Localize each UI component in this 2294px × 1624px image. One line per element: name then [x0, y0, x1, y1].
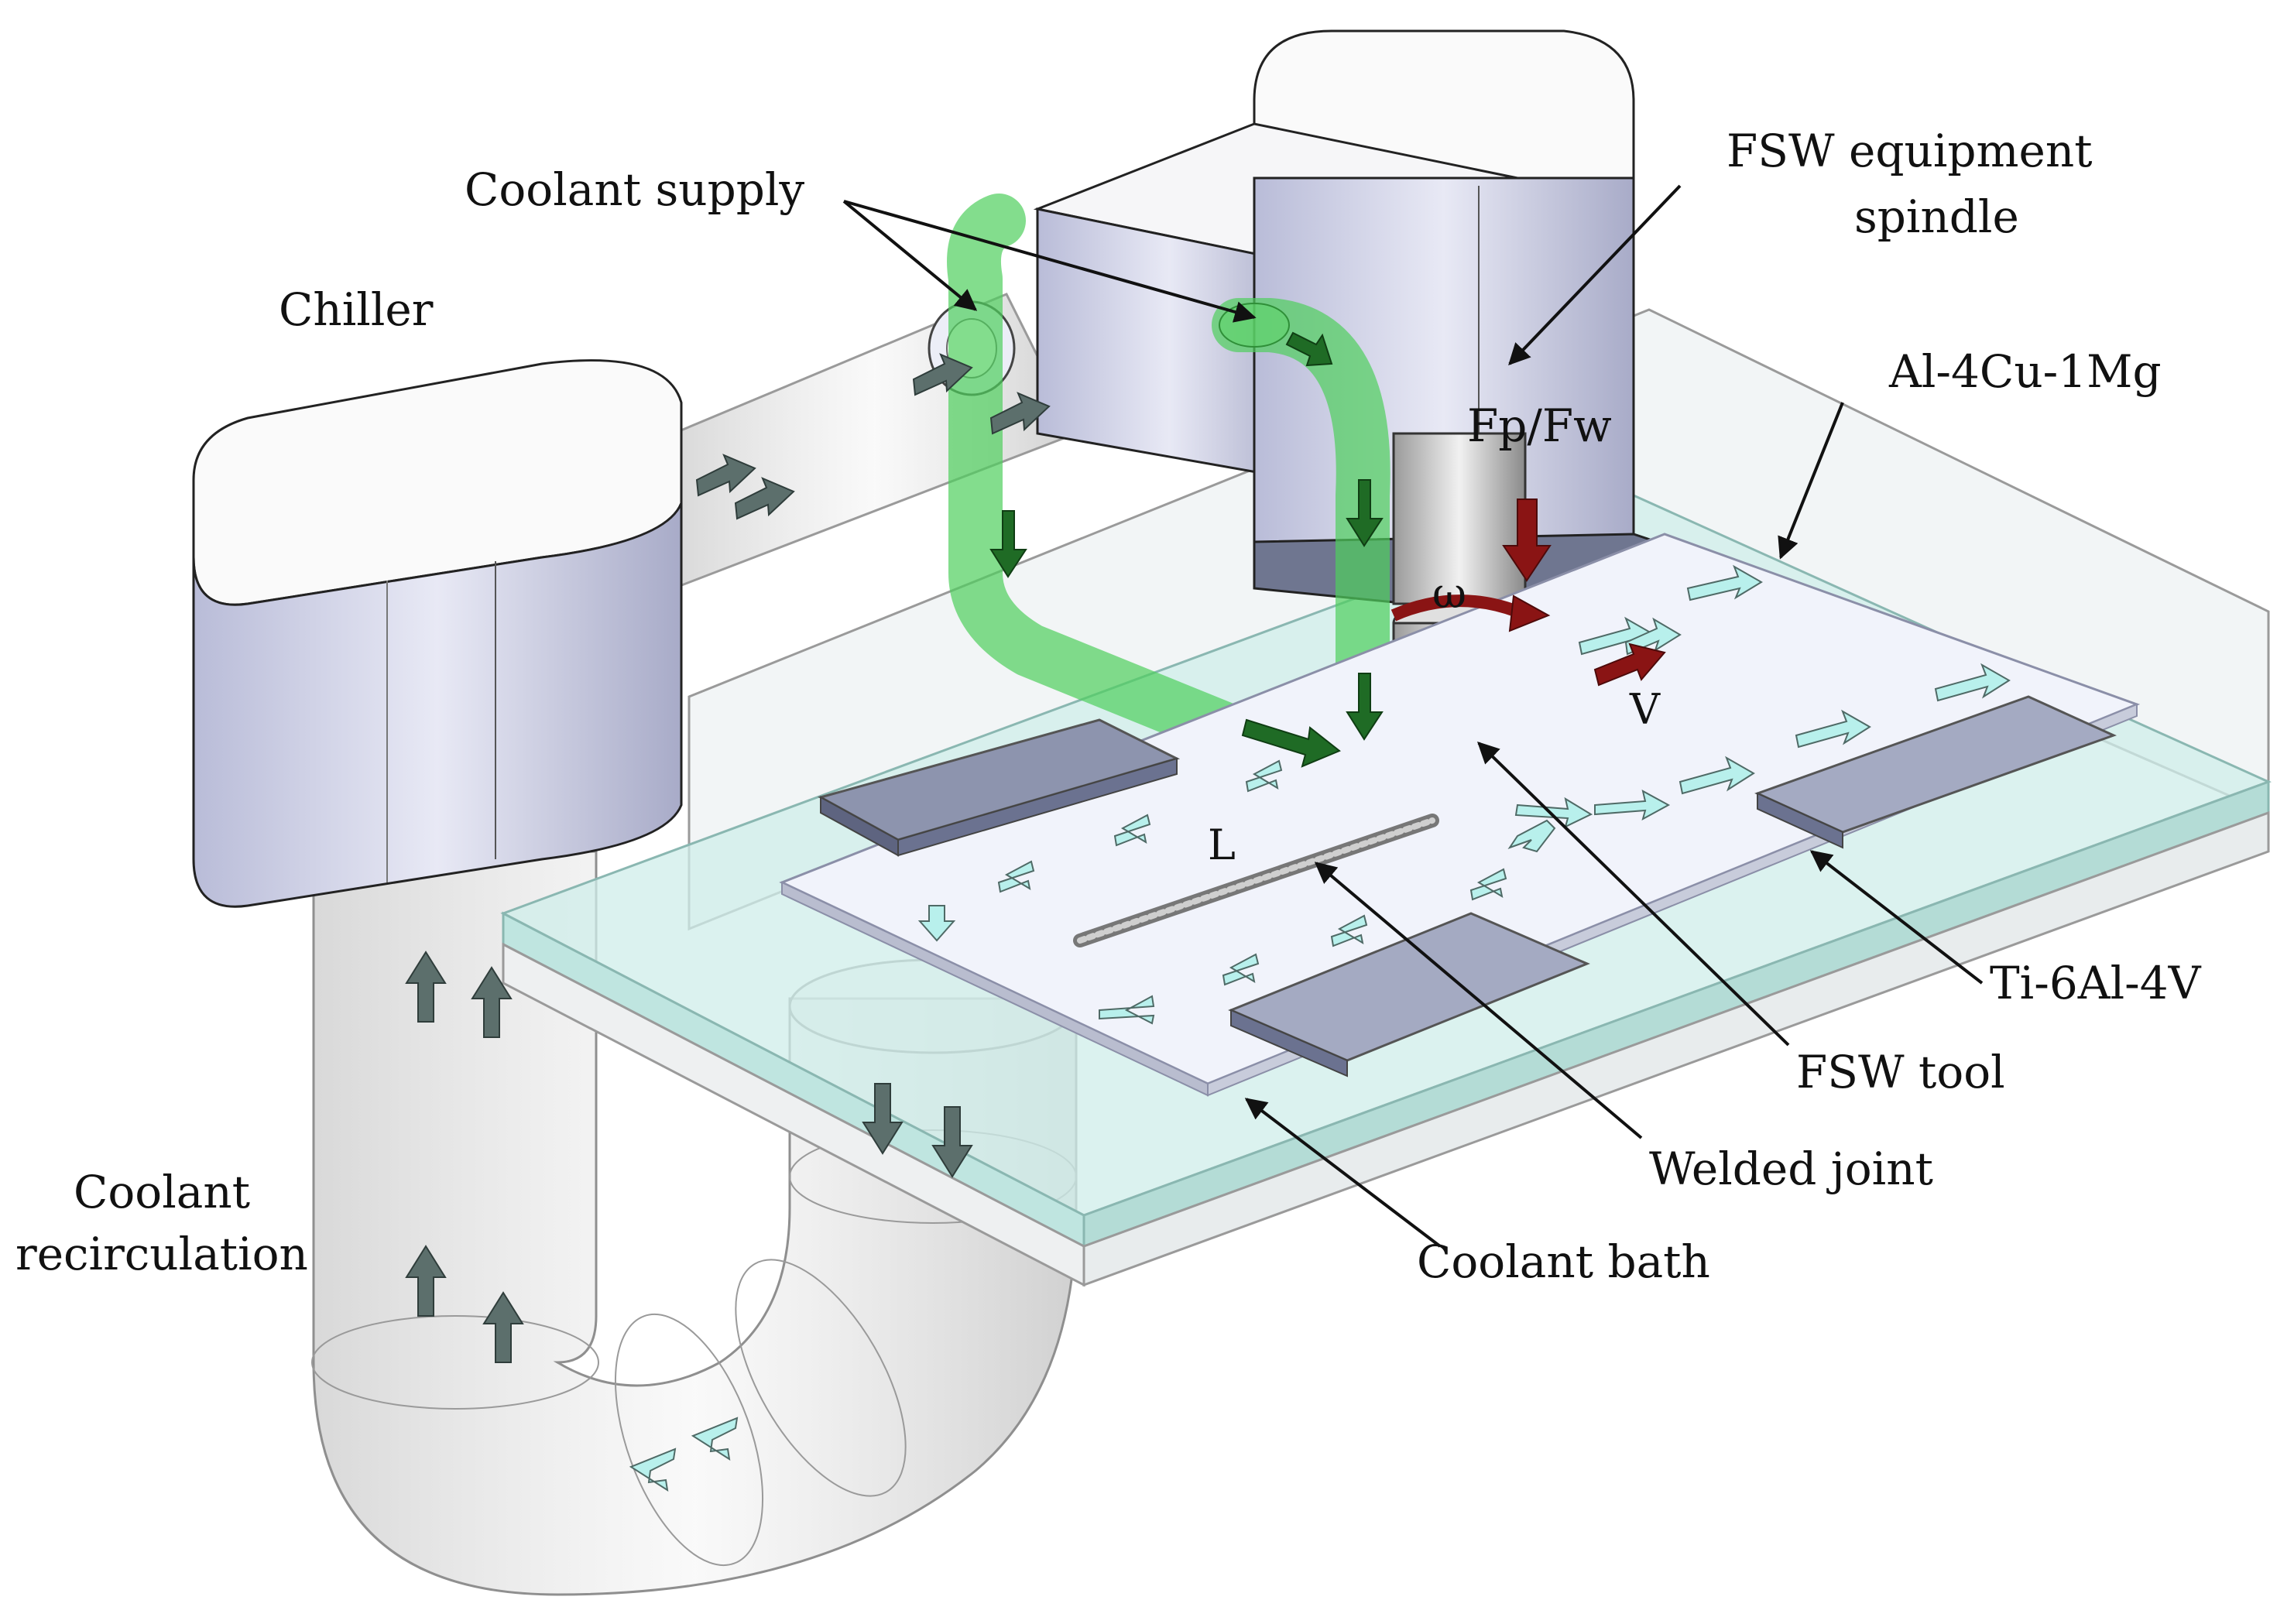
- leader-lines: [842, 184, 1984, 1248]
- spindle-assembly: [928, 29, 1708, 613]
- label-force: Fp/Fw: [1467, 399, 1612, 452]
- label-welded-joint: Welded joint: [1649, 1143, 1933, 1195]
- chiller-box: [192, 359, 683, 908]
- label-length: L: [1208, 821, 1236, 869]
- labels: Coolant supply Chiller FSW equipment spi…: [15, 125, 2202, 1288]
- label-recirculation-line2: recirculation: [15, 1228, 308, 1280]
- label-al-alloy: Al-4Cu-1Mg: [1888, 345, 2162, 398]
- label-spindle-line1: FSW equipment: [1727, 125, 2093, 177]
- workpiece-plates: [779, 533, 2141, 1097]
- label-recirculation-line1: Coolant: [74, 1166, 250, 1218]
- label-ti-alloy: Ti-6Al-4V: [1990, 957, 2202, 1009]
- label-coolant-bath: Coolant bath: [1417, 1235, 1710, 1288]
- flow-arrows-dark: [405, 353, 1051, 1363]
- label-omega: ω: [1432, 569, 1466, 618]
- label-fsw-tool: FSW tool: [1796, 1046, 2005, 1098]
- label-coolant-supply: Coolant supply: [465, 163, 804, 216]
- force-arrows: [1390, 499, 1666, 687]
- label-velocity: V: [1629, 685, 1661, 734]
- label-spindle-line2: spindle: [1854, 190, 2019, 243]
- flow-arrows-bath: [629, 564, 2011, 1492]
- label-chiller: Chiller: [279, 283, 434, 336]
- flow-arrows-green: [989, 331, 1384, 768]
- supply-pipe: [672, 293, 1078, 591]
